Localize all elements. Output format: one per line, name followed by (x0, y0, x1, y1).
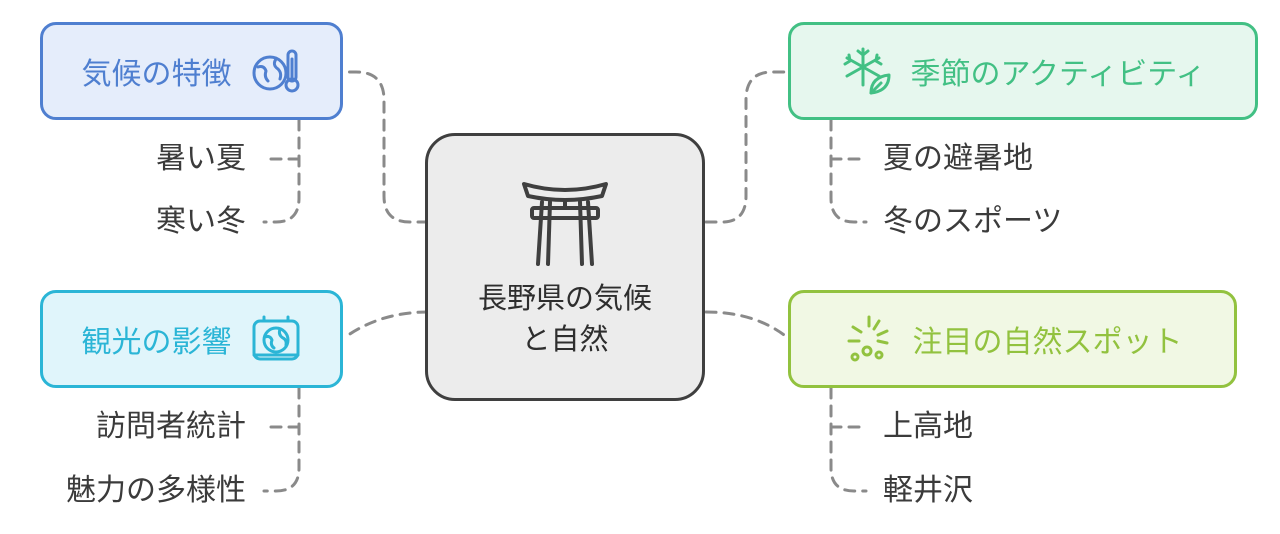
connector-nature-leaves (829, 386, 868, 493)
climate-item-hot-summer: 暑い夏 (156, 141, 246, 176)
tourism-item-visitor-stats: 訪問者統計 (96, 409, 246, 444)
topic-climate-label: 気候の特徴 (81, 57, 232, 92)
nature-item-kamikochi: 上高地 (883, 409, 973, 444)
center-title: 長野県の気候と自然 (477, 281, 652, 356)
connector-tourism-leaves (262, 386, 301, 493)
topic-nature-spots[interactable]: 注目の自然スポット (788, 290, 1237, 388)
connector-climate-leaves (262, 118, 301, 224)
connector-seasonal-leaves (829, 118, 868, 224)
topic-seasonal-activities[interactable]: 季節のアクティビティ (788, 22, 1258, 120)
seasonal-item-winter-sports: 冬のスポーツ (883, 204, 1063, 239)
topic-seasonal-label: 季節のアクティビティ (910, 57, 1206, 92)
topic-climate[interactable]: 気候の特徴 (40, 22, 343, 120)
seasonal-item-summer-retreat: 夏の避暑地 (883, 141, 1033, 176)
connector-center-climate (342, 70, 430, 224)
center-topic[interactable]: 長野県の気候と自然 (425, 133, 705, 401)
globe-thermometer-icon (252, 49, 299, 93)
connector-center-nature (704, 310, 790, 340)
nature-item-karuizawa: 軽井沢 (883, 473, 973, 508)
topic-tourism-label: 観光の影響 (81, 325, 232, 360)
connector-center-tourism (342, 310, 430, 340)
snowflake-leaf-icon (843, 47, 891, 95)
climate-item-cold-winter: 寒い冬 (156, 204, 246, 239)
tourism-item-diverse-appeal: 魅力の多様性 (66, 473, 246, 508)
connector-center-seasonal (704, 70, 790, 224)
topic-tourism-impact[interactable]: 観光の影響 (40, 290, 343, 388)
torii-gate-icon (522, 182, 608, 266)
sparkle-burst-icon (847, 315, 888, 362)
topic-nature-label: 注目の自然スポット (912, 325, 1183, 360)
suitcase-globe-icon (252, 315, 299, 361)
